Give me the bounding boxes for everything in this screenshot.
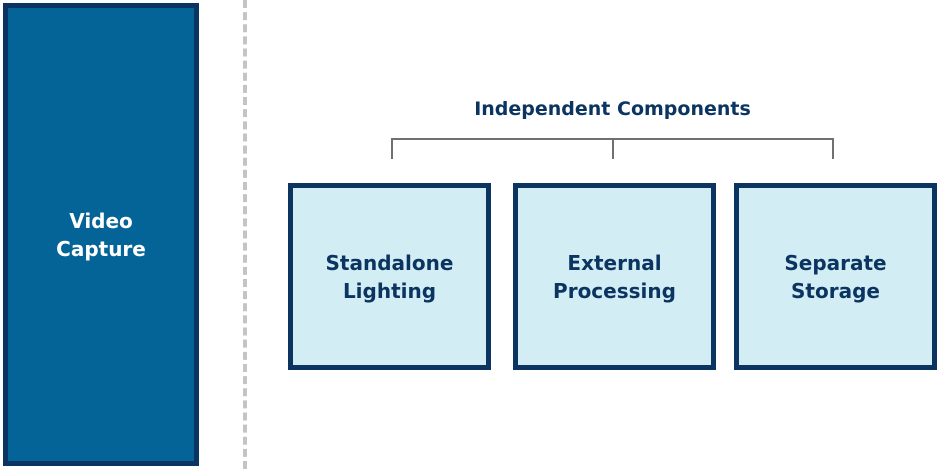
- component-standalone-lighting: Standalone Lighting: [288, 183, 491, 370]
- component-label: Separate Storage: [746, 249, 926, 305]
- component-label: Standalone Lighting: [300, 249, 480, 305]
- video-capture-label-line2: Capture: [56, 236, 146, 261]
- video-capture-box: Video Capture: [3, 3, 199, 466]
- component-label: External Processing: [525, 249, 705, 305]
- video-capture-label: Video Capture: [16, 207, 186, 263]
- component-label-line2: Storage: [791, 278, 880, 303]
- component-label-line1: External: [567, 250, 662, 275]
- video-capture-label-line1: Video: [69, 208, 133, 233]
- component-separate-storage: Separate Storage: [734, 183, 937, 370]
- component-external-processing: External Processing: [513, 183, 716, 370]
- dashed-divider: [243, 0, 247, 469]
- component-label-line1: Standalone: [325, 250, 454, 275]
- component-label-line2: Lighting: [342, 278, 437, 303]
- component-label-line1: Separate: [784, 250, 887, 275]
- group-title: Independent Components: [474, 98, 751, 120]
- component-label-line2: Processing: [553, 278, 676, 303]
